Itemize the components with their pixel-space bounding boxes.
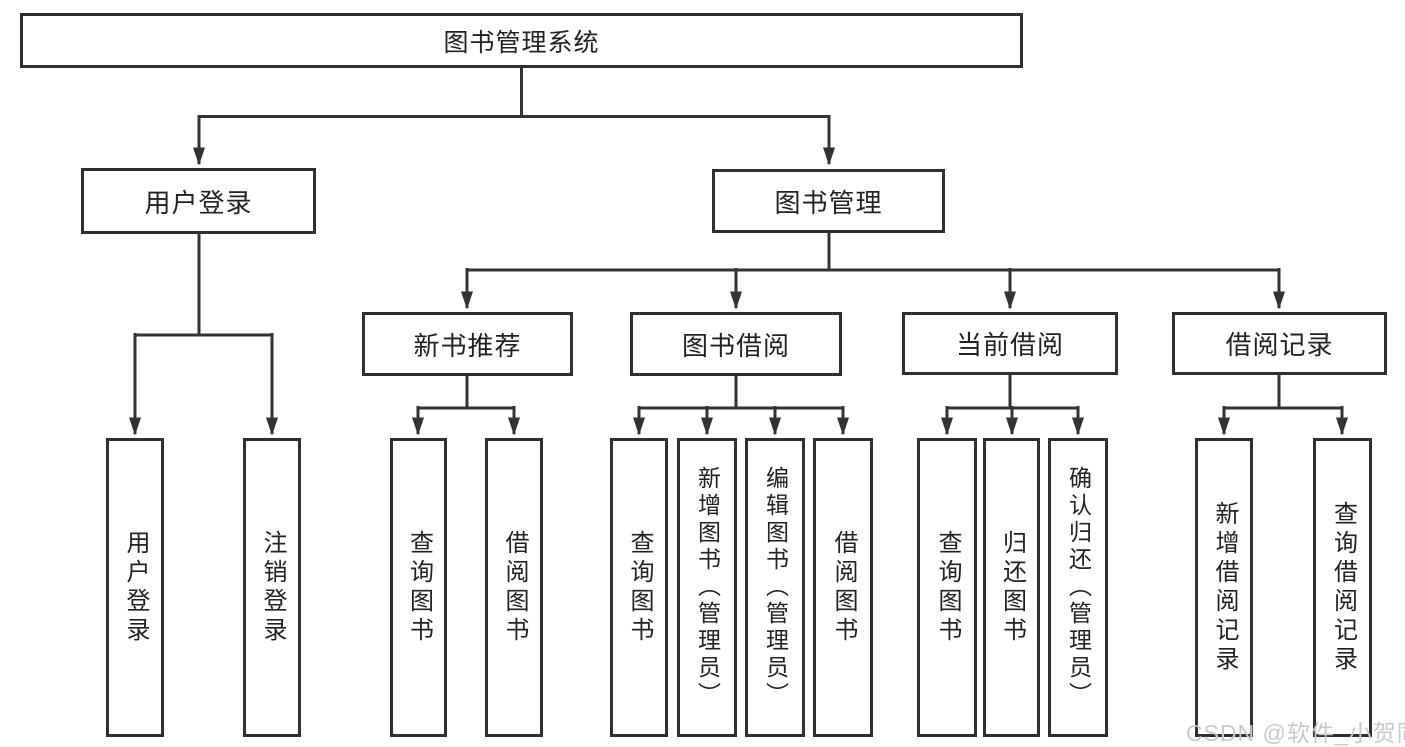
connector-newbookrec-to-leaves [412, 376, 520, 436]
node-label: 确认归还（管理员） [1065, 466, 1092, 709]
node-label: 查询图书 [405, 529, 433, 646]
node-label: 借阅图书 [501, 529, 528, 646]
node-label: 新书推荐 [413, 330, 522, 361]
leaf-confirm-return-admin: 确认归还（管理员） [1048, 438, 1108, 737]
node-label: 注销登录 [259, 529, 286, 646]
connector-bookmgmt-to-level3 [461, 232, 1285, 310]
node-label: 当前借阅 [955, 330, 1064, 360]
leaf-user-login: 用户登录 [106, 438, 164, 737]
node-label: 图书借阅 [681, 330, 790, 361]
connector-currentborrow-to-leaves [941, 375, 1084, 436]
leaf-query-borrow-record: 查询借阅记录 [1313, 438, 1372, 737]
leaf-logout: 注销登录 [243, 438, 301, 737]
node-label: 图书管理系统 [443, 28, 600, 57]
node-label: 归还图书 [998, 529, 1026, 646]
leaf-add-book-admin: 新增图书（管理员） [677, 438, 737, 737]
node-label: 用户登录 [122, 529, 149, 646]
connector-root-to-level2 [193, 68, 835, 166]
node-book-borrow: 图书借阅 [630, 312, 842, 376]
csdn-watermark: CSDN @软件_小贺同学 [1186, 720, 1405, 746]
node-new-book-recommend: 新书推荐 [362, 312, 573, 376]
node-user-login: 用户登录 [81, 168, 316, 234]
node-label: 借阅图书 [830, 529, 857, 646]
node-current-borrow: 当前借阅 [902, 312, 1118, 375]
leaf-return-book: 归还图书 [983, 438, 1040, 737]
leaf-add-borrow-record: 新增借阅记录 [1195, 438, 1253, 737]
node-label: 用户登录 [144, 187, 253, 218]
node-label: 借阅记录 [1225, 330, 1334, 360]
node-label: 新增图书（管理员） [694, 466, 721, 709]
leaf-edit-book-admin: 编辑图书（管理员） [745, 438, 805, 737]
node-borrow-records: 借阅记录 [1172, 312, 1387, 375]
leaf-borrow-book-2: 借阅图书 [813, 438, 873, 737]
connector-bookborrow-to-leaves [633, 376, 849, 436]
leaf-borrow-book-1: 借阅图书 [485, 438, 543, 737]
node-label: 查询图书 [934, 529, 961, 646]
node-book-management: 图书管理 [712, 169, 945, 233]
node-label: 查询借阅记录 [1329, 500, 1357, 675]
node-label: 查询图书 [626, 529, 653, 646]
node-label: 新增借阅记录 [1211, 500, 1238, 675]
leaf-query-book-1: 查询图书 [390, 438, 447, 737]
node-label: 编辑图书（管理员） [762, 466, 789, 709]
leaf-query-book-3: 查询图书 [917, 438, 977, 737]
node-label: 图书管理 [774, 187, 883, 218]
connector-userlogin-to-leaves [129, 234, 278, 436]
node-library-management-system: 图书管理系统 [20, 13, 1023, 68]
connector-borrowrecords-to-leaves [1218, 375, 1348, 436]
leaf-query-book-2: 查询图书 [610, 438, 668, 737]
